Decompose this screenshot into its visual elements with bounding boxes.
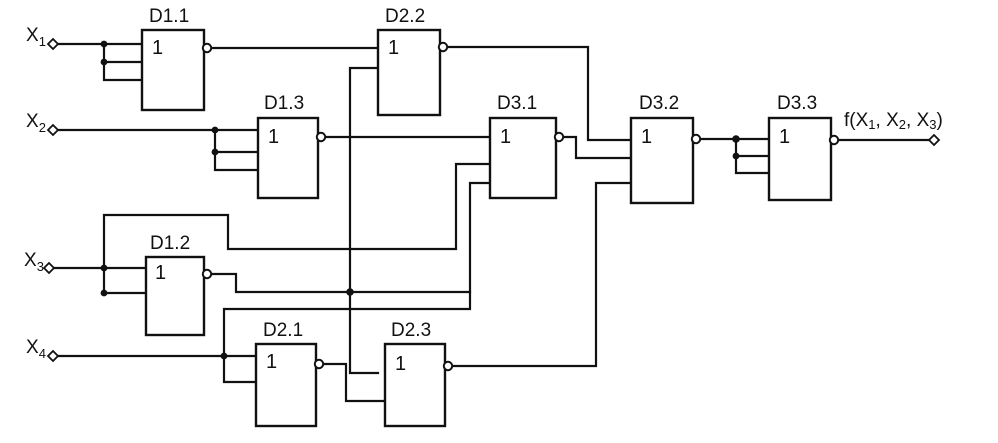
gate-d3-2-label: D3.2 (639, 93, 679, 114)
gate-d1-1-symbol: 1 (152, 37, 163, 59)
junction-x2 (211, 126, 219, 134)
output-function-label: f(X1, X2, X3) (844, 110, 943, 132)
gate-d3-3-body (767, 116, 833, 202)
gate-d2-3-inverter (442, 360, 454, 372)
output: f(X1, X2, X3) (844, 110, 943, 147)
junction-x1b (100, 58, 108, 66)
gate-d3-2-symbol: 1 (641, 126, 652, 148)
input-x3: X3 (24, 250, 56, 275)
input-x2: X2 (26, 111, 60, 137)
gate-d1-2-inverter (201, 268, 213, 280)
gate-d1-2-label: D1.2 (150, 233, 190, 254)
wire-d22-d32 (445, 45, 633, 142)
input-x1-terminal (46, 37, 60, 51)
input-x3-label: X3 (24, 250, 44, 274)
junction-out32b (732, 152, 740, 160)
gate-d2-3-symbol: 1 (395, 353, 406, 375)
junction-out32 (732, 135, 740, 143)
wire-d21-d23 (321, 362, 387, 403)
gate-d2-1: 1 D2.1 (254, 320, 325, 428)
wire-d12-d31 (209, 181, 492, 294)
input-x1: X1 (26, 25, 60, 51)
input-x1-label: X1 (26, 25, 46, 49)
gate-d3-3-label: D3.3 (777, 93, 817, 114)
gate-d1-3-symbol: 1 (268, 126, 279, 148)
gate-d1-3-body (256, 116, 320, 200)
wire-d22-in2 (348, 66, 380, 375)
input-x2-label: X2 (26, 111, 46, 135)
gate-d2-1-body (254, 342, 318, 428)
gate-d3-3: 1 D3.3 (767, 93, 840, 202)
junction-bus (346, 288, 354, 296)
gate-d2-3-body (383, 342, 447, 428)
gate-d1-3-label: D1.3 (264, 93, 304, 114)
gate-d3-1-symbol: 1 (500, 126, 511, 148)
junction-x4 (220, 352, 228, 360)
gate-d1-1: 1 D1.1 (140, 6, 213, 112)
gate-d1-3: 1 D1.3 (256, 93, 327, 200)
wire-x4 (56, 354, 258, 384)
input-x4-label: X4 (26, 337, 46, 361)
gate-d3-2: 1 D3.2 (629, 93, 702, 205)
gate-d2-2-label: D2.2 (385, 6, 425, 27)
gate-d1-2: 1 D1.2 (144, 233, 213, 337)
gate-d3-1-inverter (553, 131, 565, 143)
input-x3-terminal (42, 261, 56, 275)
gate-d3-3-symbol: 1 (779, 126, 790, 148)
wire-d31-d32 (561, 135, 633, 160)
gate-d1-1-inverter (201, 42, 213, 54)
gate-d2-2: 1 D2.2 (376, 6, 449, 117)
gate-d1-1-body (140, 28, 206, 112)
gate-d2-2-inverter (437, 41, 449, 53)
gate-d2-2-body (376, 28, 442, 117)
gate-d3-1: 1 D3.1 (488, 93, 565, 200)
wire-x2 (56, 128, 260, 172)
wire-x1 (56, 42, 144, 82)
gate-d2-3-label: D2.3 (391, 320, 431, 341)
input-x4: X4 (26, 337, 60, 363)
gate-d1-3-inverter (315, 131, 327, 143)
gate-d2-1-label: D2.1 (263, 320, 303, 341)
gate-d2-1-symbol: 1 (266, 351, 277, 373)
input-x4-terminal (46, 349, 60, 363)
gate-d2-1-inverter (313, 358, 325, 370)
gate-d3-2-inverter (690, 133, 702, 145)
wire-d23-d32 (450, 181, 633, 368)
gate-d1-1-label: D1.1 (149, 6, 189, 27)
gate-d2-3: 1 D2.3 (383, 320, 454, 428)
junction-x3b (100, 289, 108, 297)
junctions (100, 40, 740, 360)
gate-d3-1-body (488, 116, 558, 200)
input-x2-terminal (46, 123, 60, 137)
junction-x2b (211, 148, 219, 156)
junction-x3 (100, 264, 108, 272)
gate-d3-3-inverter (828, 134, 840, 146)
wire-x3 (52, 162, 492, 295)
wire-d21-up (222, 290, 472, 358)
junction-x1 (100, 40, 108, 48)
gate-d1-2-symbol: 1 (155, 262, 166, 284)
gate-d3-1-label: D3.1 (497, 93, 537, 114)
gate-d3-2-body (629, 116, 695, 205)
gate-d2-2-symbol: 1 (388, 37, 399, 59)
output-terminal (927, 133, 941, 147)
gate-d1-2-body (144, 255, 206, 337)
